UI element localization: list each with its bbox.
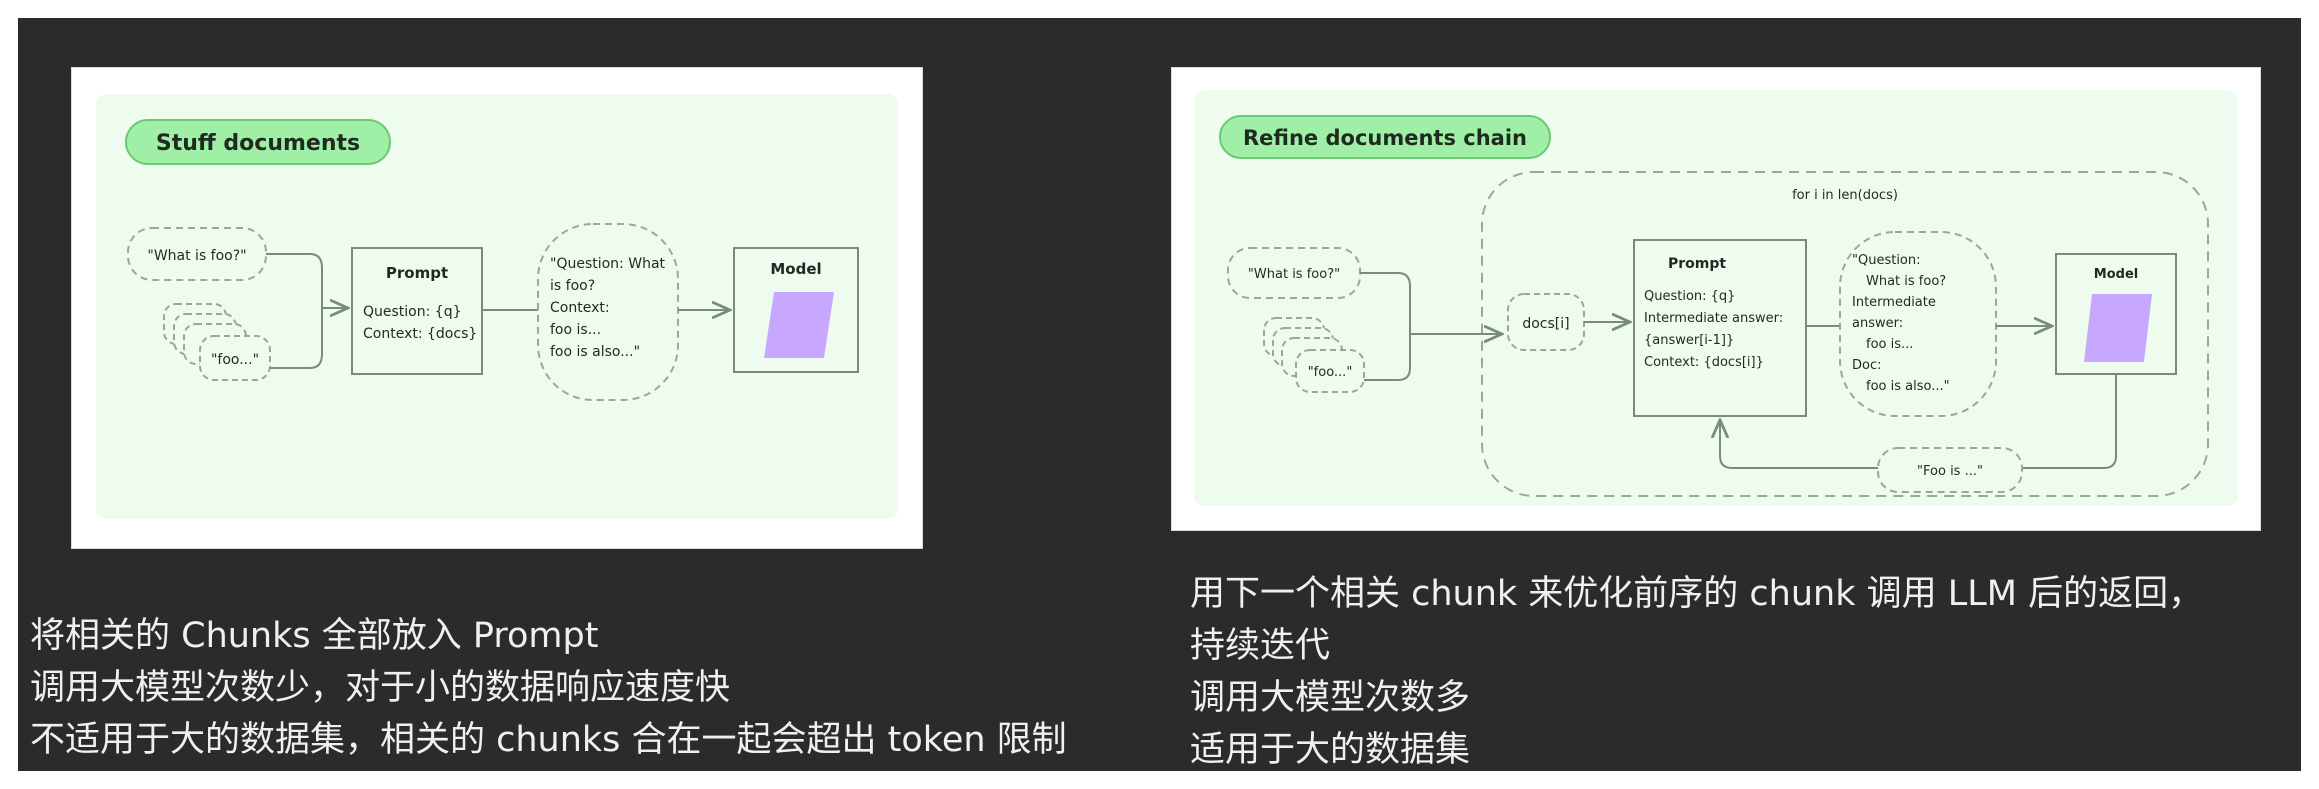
filled-prompt-line-5: foo is also..." <box>550 344 640 360</box>
prompt-line-2: Intermediate answer: <box>1644 311 1783 326</box>
doc-bubble <box>199 335 271 381</box>
refine-caption-line-4: 适用于大的数据集 <box>1190 730 1471 770</box>
query-connector <box>1360 272 1411 330</box>
refine-caption-line-3: 调用大模型次数多 <box>1190 678 1471 718</box>
model-shape <box>2084 294 2152 362</box>
stuff-documents-panel: Stuff documents "What is foo?" "foo..." … <box>72 68 922 548</box>
model-shape <box>764 292 834 358</box>
filled-prompt-line-1: "Question: What <box>550 256 666 272</box>
stuff-caption-line-3: 不适用于大的数据集，相关的 chunks 合在一起会超出 token 限制 <box>30 720 1067 760</box>
doc-item-text: docs[i] <box>1522 316 1569 332</box>
filled-prompt-line-4: answer: <box>1852 316 1903 331</box>
prompt-line-4: Context: {docs[i]} <box>1644 355 1764 370</box>
filled-prompt-line-2: is foo? <box>550 278 595 294</box>
filled-prompt-line-7: foo is also..." <box>1866 379 1950 394</box>
query-connector <box>266 253 323 304</box>
prompt-line-3: {answer[i-1]} <box>1644 333 1734 348</box>
doc-connector <box>1364 330 1411 381</box>
loop-label: for i in len(docs) <box>1792 188 1898 203</box>
video-frame: Stuff documents "What is foo?" "foo..." … <box>18 18 2301 771</box>
filled-prompt-line-3: Intermediate <box>1852 295 1936 310</box>
diagram-title: Stuff documents <box>156 131 360 156</box>
model-label: Model <box>770 260 821 278</box>
prompt-title: Prompt <box>1668 256 1726 272</box>
title-pill <box>1219 115 1551 159</box>
filled-prompt-line-1: "Question: <box>1852 253 1921 268</box>
refine-documents-diagram: Refine documents chain for i in len(docs… <box>1194 90 2238 506</box>
refine-caption-line-2: 持续迭代 <box>1190 626 1331 666</box>
model-label: Model <box>2094 267 2138 282</box>
refine-documents-panel: Refine documents chain for i in len(docs… <box>1172 68 2260 530</box>
filled-prompt-line-5: foo is... <box>1866 337 1913 352</box>
doc-text: "foo..." <box>1308 365 1353 380</box>
query-text: "What is foo?" <box>147 248 246 264</box>
prompt-box <box>1633 239 1807 417</box>
stuff-caption-line-2: 调用大模型次数少，对于小的数据响应速度快 <box>30 668 731 708</box>
doc-connector <box>270 304 323 369</box>
filled-prompt-line-3: Context: <box>550 300 610 316</box>
refine-caption: 用下一个相关 chunk 来优化前序的 chunk 调用 LLM 后的返回， 持… <box>1190 568 2203 771</box>
stuff-documents-diagram: Stuff documents "What is foo?" "foo..." … <box>96 94 898 519</box>
answer-bubble <box>1877 447 2023 493</box>
prompt-title: Prompt <box>386 264 448 282</box>
prompt-line-1: Question: {q} <box>1644 289 1735 304</box>
diagram-background <box>96 94 898 519</box>
prompt-box <box>351 247 483 375</box>
title-pill <box>125 119 391 165</box>
diagram-title: Refine documents chain <box>1243 126 1527 150</box>
doc-bubble <box>1295 349 1365 393</box>
doc-text: "foo..." <box>211 352 259 368</box>
filled-prompt-bubble <box>1839 231 1997 417</box>
answer-text: "Foo is ..." <box>1917 464 1983 479</box>
refine-caption-line-1: 用下一个相关 chunk 来优化前序的 chunk 调用 LLM 后的返回， <box>1190 574 2204 614</box>
prompt-line-2: Context: {docs} <box>363 326 477 342</box>
loop-region <box>1481 171 2209 497</box>
filled-prompt-bubble <box>537 223 679 401</box>
feedback-from-model <box>2022 374 2117 469</box>
stuff-caption: 将相关的 Chunks 全部放入 Prompt 调用大模型次数少，对于小的数据响… <box>30 610 1067 766</box>
stuff-caption-line-1: 将相关的 Chunks 全部放入 Prompt <box>30 616 599 656</box>
prompt-line-1: Question: {q} <box>363 304 462 320</box>
filled-prompt-line-2: What is foo? <box>1866 274 1946 289</box>
feedback-to-prompt-arrow <box>1720 420 1878 469</box>
filled-prompt-line-4: foo is... <box>550 322 601 338</box>
query-text: "What is foo?" <box>1248 267 1340 282</box>
filled-prompt-line-6: Doc: <box>1852 358 1882 373</box>
